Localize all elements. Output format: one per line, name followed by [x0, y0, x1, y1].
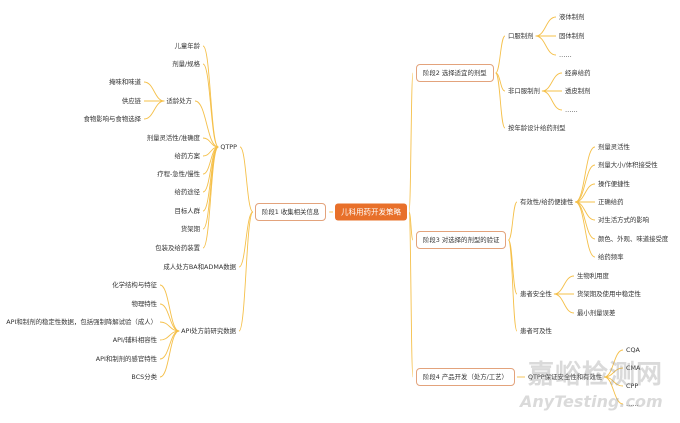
efficacy-node[interactable]: 有效性/给药便捷性: [520, 198, 574, 206]
nonoral-item[interactable]: 透皮制剂: [565, 87, 591, 95]
stage4-node[interactable]: 阶段4 产品开发（处方/工艺）: [416, 368, 515, 386]
connector-non-n2: [541, 90, 563, 111]
connector-eff-e6: [575, 201, 596, 258]
age-appropriate-item[interactable]: 供应链: [121, 97, 141, 105]
api-item[interactable]: 物理特性: [131, 300, 157, 308]
connector-q4n-c3: [604, 376, 624, 405]
qtpp-item[interactable]: 货架期: [180, 225, 200, 233]
connector-s1-qtpp: [239, 146, 254, 213]
connector-non-n0: [541, 72, 563, 92]
connector-q2-a2: [143, 100, 165, 120]
connector-root-s4: [408, 211, 414, 378]
stage4-qtpp-item[interactable]: ……: [626, 400, 639, 408]
connector-eff-e2: [575, 183, 596, 203]
efficacy-item[interactable]: 剂量灵活性: [598, 143, 630, 151]
connector-eff-e0: [575, 146, 596, 203]
connector-s3-eff: [507, 201, 518, 241]
stage4-qtpp-item[interactable]: CQA: [626, 346, 640, 354]
connector-api-p0: [159, 284, 180, 332]
api-item[interactable]: API和制剂的稳定性数据，包括强制降解试验（成人）: [6, 318, 157, 326]
connector-qtpp-q9: [202, 146, 219, 249]
connector-qtpp-q3: [202, 137, 219, 148]
nonoral-item[interactable]: ……: [565, 106, 578, 114]
age-appropriate-item[interactable]: 食物影响与食物选择: [83, 115, 141, 123]
efficacy-item[interactable]: 给药频率: [598, 253, 624, 261]
stage2-node[interactable]: 阶段2 选择适宜的剂型: [416, 64, 494, 82]
connector-s2-agedes: [495, 72, 506, 129]
efficacy-item[interactable]: 操作便捷性: [598, 180, 630, 188]
connector-saf-f0: [553, 275, 575, 295]
oral-item[interactable]: 固体制剂: [559, 32, 585, 40]
stage4-qtpp-node[interactable]: QTPP保证安全性和有效性: [528, 373, 603, 381]
adult-data-node[interactable]: 成人处方BA和ADMA数据: [163, 263, 236, 271]
connector-api-p5: [159, 330, 180, 378]
connector-qtpp-q2: [194, 100, 219, 148]
connector-eff-e1: [575, 164, 596, 203]
age-appropriate-item[interactable]: 掩味和味道: [109, 78, 141, 86]
connector-s2-oral: [495, 35, 506, 74]
connector-s3-acc: [507, 239, 518, 332]
connector-saf-f2: [553, 293, 575, 314]
efficacy-item[interactable]: 对生活方式的影响: [598, 216, 650, 224]
connector-s1-api: [238, 211, 254, 332]
connector-eff-e5: [575, 201, 596, 240]
root-node[interactable]: 儿科用药开发策略: [335, 203, 407, 221]
api-item[interactable]: API和制剂的感官特性: [95, 355, 157, 363]
api-item[interactable]: 化学结构与特征: [112, 281, 157, 289]
stage4-qtpp-item[interactable]: CMA: [626, 364, 641, 372]
connector-api-p2: [159, 321, 180, 332]
oral-item[interactable]: ……: [559, 51, 572, 59]
qtpp-item[interactable]: 剂量灵活性/准确度: [146, 134, 200, 142]
stage4-qtpp-item[interactable]: CPP: [626, 382, 639, 390]
safety-node[interactable]: 患者安全性: [520, 290, 552, 298]
connector-q2-a0: [143, 81, 165, 102]
qtpp-item[interactable]: 剂量/规格: [172, 60, 200, 68]
api-item[interactable]: API/辅料相容性: [112, 336, 157, 344]
qtpp-item[interactable]: 疗程-急性/慢性: [157, 170, 200, 178]
access-node[interactable]: 患者可及性: [520, 327, 552, 335]
oral-node[interactable]: 口服制剂: [508, 32, 534, 40]
safety-item[interactable]: 生物利用度: [577, 272, 609, 280]
watermark-url: AnyTesting.com: [520, 392, 663, 411]
safety-item[interactable]: 最小剂量误差: [577, 309, 616, 317]
connector-q4n-c1: [604, 367, 624, 378]
qtpp-item[interactable]: 儿童年龄: [174, 42, 200, 50]
connector-s1-adult: [238, 211, 254, 268]
api-item[interactable]: BCS分类: [131, 373, 157, 381]
nonoral-item[interactable]: 经鼻给药: [565, 69, 591, 77]
qtpp-node[interactable]: QTPP: [220, 143, 237, 151]
qtpp-item[interactable]: 包装及给药装置: [155, 244, 200, 252]
qtpp-item[interactable]: 给药途径: [174, 188, 200, 196]
connector-root-s2: [408, 72, 414, 213]
age-design-node[interactable]: 按年龄设计给药剂型: [508, 124, 566, 132]
stage3-node[interactable]: 阶段3 对选择的剂型的验证: [416, 231, 507, 249]
nonoral-node[interactable]: 非口服制剂: [508, 87, 540, 95]
api-node[interactable]: API处方前研究数据: [181, 327, 236, 335]
qtpp-item[interactable]: 给药方案: [174, 152, 200, 160]
qtpp-item[interactable]: 适龄处方: [166, 97, 192, 105]
safety-item[interactable]: 货架期及使用中稳定性: [577, 290, 641, 298]
qtpp-item[interactable]: 目标人群: [174, 207, 200, 215]
connector-api-p1: [159, 303, 180, 332]
connector-qtpp-q0: [202, 45, 219, 148]
oral-item[interactable]: 液体制剂: [559, 13, 585, 21]
connector-root-s3: [408, 211, 414, 241]
efficacy-item[interactable]: 颜色、外观、味道接受度: [598, 235, 669, 243]
connector-oral-o2: [535, 35, 557, 56]
efficacy-item[interactable]: 正确给药: [598, 198, 624, 206]
connector-qtpp-q1: [202, 63, 219, 148]
connector-oral-o0: [535, 16, 557, 37]
watermark-text: 嘉峪检测网: [528, 360, 664, 390]
connector-q4n-c0: [604, 349, 624, 378]
efficacy-item[interactable]: 剂量大小/体积接受性: [598, 161, 658, 169]
stage1-node[interactable]: 阶段1 收集相关信息: [255, 203, 327, 221]
